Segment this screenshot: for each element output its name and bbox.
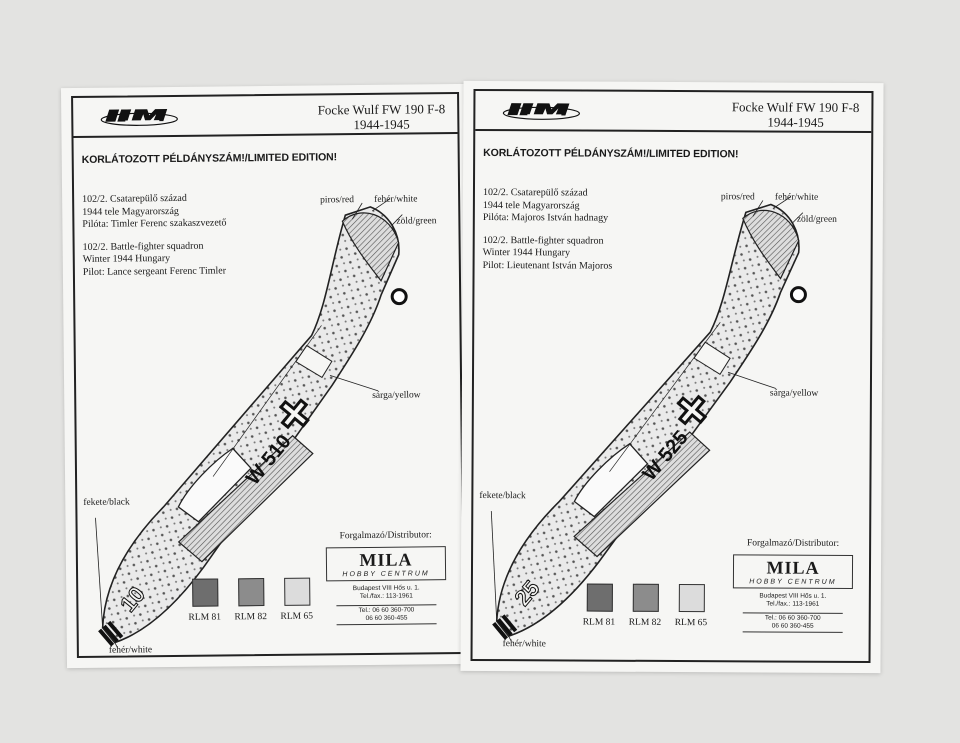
swatch-rlm81	[586, 583, 613, 612]
sheet-title: Focke Wulf FW 190 F-8 1944-1945	[318, 101, 446, 132]
label-green: zöld/green	[796, 214, 837, 225]
hm-logo-icon	[502, 103, 580, 120]
label-black: fekete/black	[83, 497, 130, 508]
mila-sub: HOBBY CENTRUM	[749, 578, 837, 586]
swatch-rlm82	[238, 578, 265, 607]
phone-line: 06 60 360-455	[365, 614, 408, 622]
swatch-label: RLM 65	[280, 611, 314, 622]
label-red: piros/red	[320, 195, 354, 206]
mila-brand: MILA	[766, 557, 820, 578]
label-green: zöld/green	[396, 216, 437, 227]
label-red: piros/red	[720, 192, 755, 203]
aircraft-side-view: W 525 25	[490, 196, 807, 643]
distributor-address: Budapest VIII Hős u. 1. Tel./fax.: 113-1…	[729, 592, 857, 609]
aircraft-side-view: W 510 10	[95, 198, 408, 648]
title-years: 1944-1945	[767, 114, 824, 130]
swatch-rlm65	[284, 577, 311, 606]
title-aircraft: Focke Wulf FW 190 F-8	[317, 101, 446, 118]
sheet-title: Focke Wulf FW 190 F-8 1944-1945	[732, 99, 860, 130]
distributor-address: Budapest VIII Hős u. 1. Tel./fax.: 113-1…	[322, 584, 450, 601]
mila-logo: MILA HOBBY CENTRUM	[732, 554, 854, 589]
swatch-label: RLM 82	[628, 617, 662, 628]
distributor-phones: Tel.: 06 60 360-700 06 60 360-455	[336, 604, 437, 626]
label-white-top: fehér/white	[774, 192, 819, 203]
swatch-rlm82	[632, 583, 659, 612]
mila-sub: HOBBY CENTRUM	[342, 570, 430, 579]
label-white-bottom: fehér/white	[108, 645, 153, 656]
hm-logo-icon	[100, 109, 178, 126]
label-yellow: sárga/yellow	[769, 388, 819, 399]
title-aircraft: Focke Wulf FW 190 F-8	[731, 99, 860, 115]
swatch-label: RLM 82	[234, 612, 268, 623]
decal-sheet-left: Focke Wulf FW 190 F-8 1944-1945 KORLÁTOZ…	[60, 83, 476, 669]
swatch-label: RLM 81	[582, 617, 616, 628]
swatch-label: RLM 81	[188, 612, 222, 623]
distributor-label: Forgalmazó/Distributor:	[747, 538, 840, 549]
title-years: 1944-1945	[353, 116, 410, 133]
telfax-line: Tel./fax.: 113-1961	[766, 600, 820, 608]
telfax-line: Tel./fax.: 113-1961	[359, 592, 413, 601]
label-white-bottom: fehér/white	[502, 639, 546, 650]
phone-line: 06 60 360-455	[771, 622, 814, 630]
distributor-phones: Tel.: 06 60 360-700 06 60 360-455	[742, 612, 843, 633]
decal-sheet-right: Focke Wulf FW 190 F-8 1944-1945 KORLÁTOZ…	[460, 80, 884, 674]
distributor-block: Forgalmazó/Distributor: MILA HOBBY CENTR…	[322, 530, 451, 626]
distributor-block: Forgalmazó/Distributor: MILA HOBBY CENTR…	[729, 538, 857, 633]
paint-swatches: RLM 81 RLM 82 RLM 65	[582, 583, 733, 629]
sheet-frame: Focke Wulf FW 190 F-8 1944-1945 KORLÁTOZ…	[470, 88, 874, 664]
sheet-header: Focke Wulf FW 190 F-8 1944-1945	[73, 94, 458, 139]
mila-brand: MILA	[359, 549, 413, 571]
sheet-header: Focke Wulf FW 190 F-8 1944-1945	[475, 90, 872, 134]
label-black: fekete/black	[479, 490, 526, 502]
limited-edition-heading: KORLÁTOZOTT PÉLDÁNYSZÁM!/LIMITED EDITION…	[483, 147, 739, 161]
swatch-label: RLM 65	[674, 618, 708, 629]
swatch-rlm81	[192, 578, 219, 607]
label-yellow: sárga/yellow	[372, 390, 421, 401]
paint-swatches: RLM 81 RLM 82 RLM 65	[188, 577, 338, 623]
sheet-frame: Focke Wulf FW 190 F-8 1944-1945 KORLÁTOZ…	[71, 91, 465, 659]
distributor-label: Forgalmazó/Distributor:	[339, 530, 432, 542]
mila-logo: MILA HOBBY CENTRUM	[325, 546, 447, 582]
label-white-top: fehér/white	[374, 194, 418, 205]
swatch-rlm65	[678, 584, 705, 613]
limited-edition-heading: KORLÁTOZOTT PÉLDÁNYSZÁM!/LIMITED EDITION…	[81, 151, 338, 166]
